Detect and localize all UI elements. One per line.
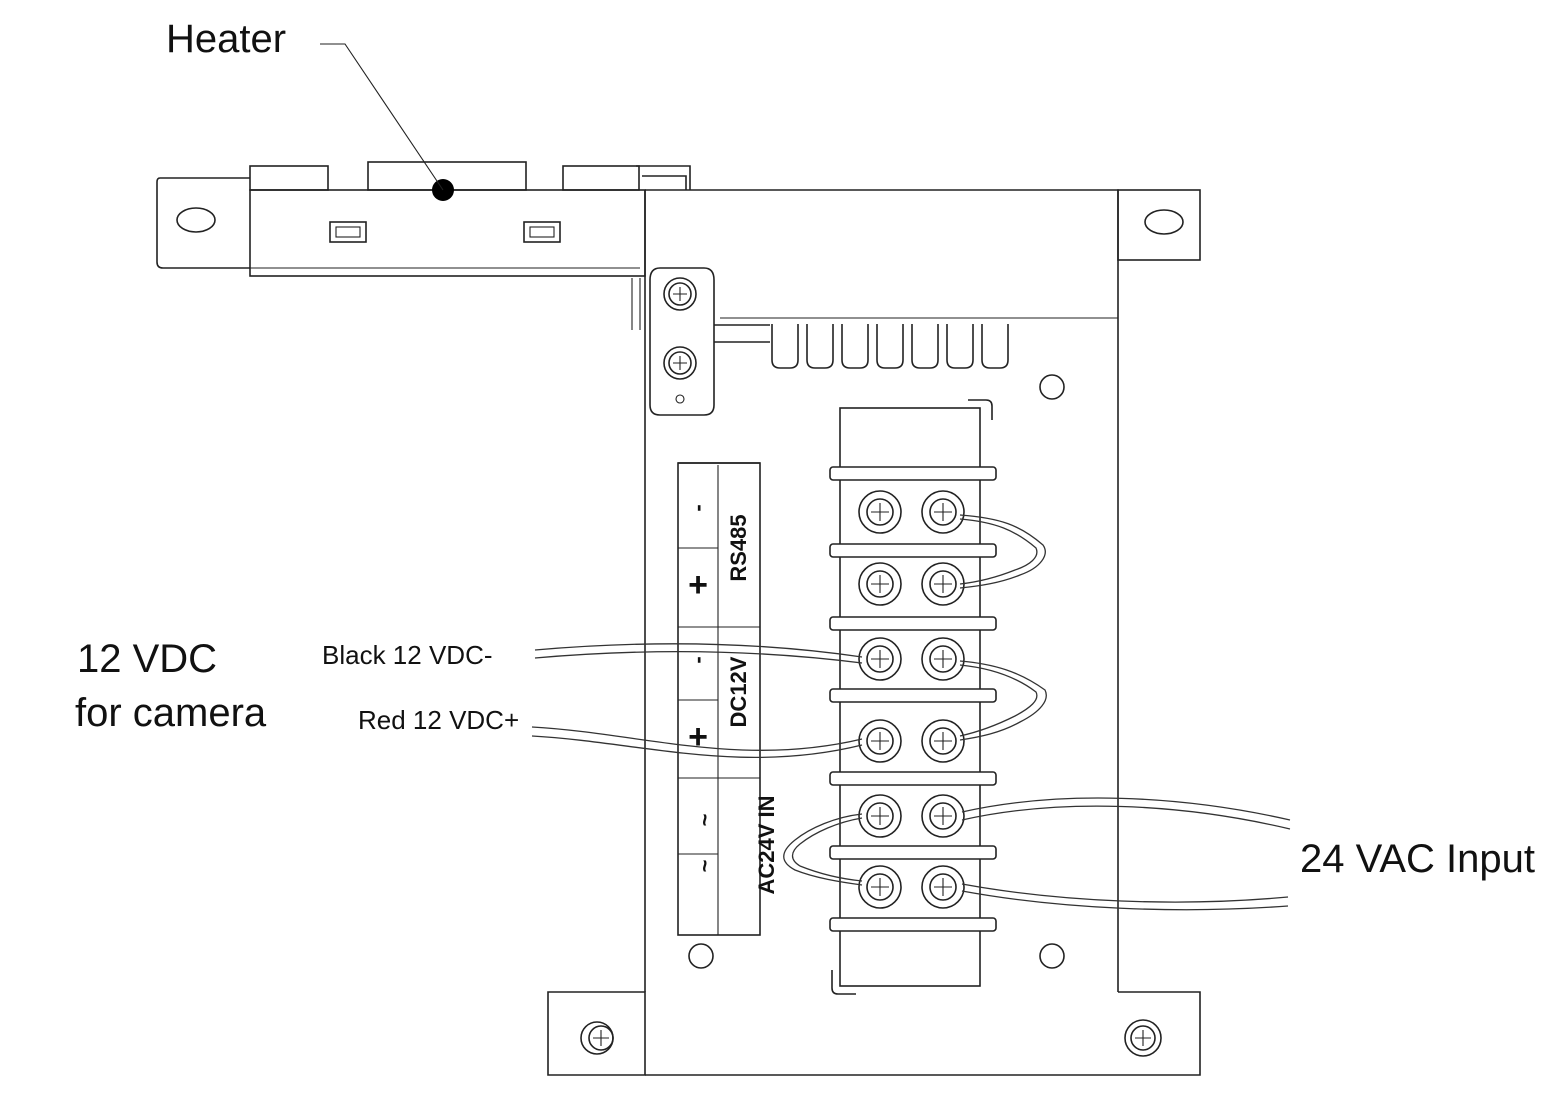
terminal-screw <box>921 562 965 606</box>
rs485-plus: + <box>688 566 708 604</box>
terminal-screw <box>921 719 965 763</box>
terminal-screw <box>921 865 965 909</box>
dc12v-label: DC12V <box>726 656 751 727</box>
ac-tilde-2: ~ <box>692 859 717 872</box>
terminal-screw <box>858 719 902 763</box>
camera-power-label-line2: for camera <box>75 691 267 735</box>
ac-loop-wire <box>783 813 863 886</box>
terminal-screw <box>858 562 902 606</box>
red-wire-label: Red 12 VDC+ <box>358 705 519 735</box>
terminal-screw <box>858 490 902 534</box>
terminal-block <box>829 399 997 995</box>
internal-wires <box>959 514 1047 741</box>
terminal-screw <box>921 794 965 838</box>
dc12v-plus: + <box>688 718 708 756</box>
terminal-screws <box>858 490 965 909</box>
dc12v-minus: - <box>685 656 710 663</box>
ac-tilde-1: ~ <box>692 813 717 826</box>
terminal-screw <box>921 637 965 681</box>
cable-clamp <box>649 267 770 416</box>
foot-screw-left <box>580 1021 614 1055</box>
terminal-screw <box>921 490 965 534</box>
foot-screw-right <box>1124 1019 1162 1057</box>
black-wire-label: Black 12 VDC- <box>322 640 493 670</box>
camera-power-label-line1: 12 VDC <box>77 637 217 681</box>
ac24v-label: AC24V IN <box>754 795 779 894</box>
mounting-plate <box>547 189 1201 1076</box>
rs485-minus: - <box>685 504 710 511</box>
vac-input-label: 24 VAC Input <box>1300 837 1535 881</box>
terminal-screw <box>858 794 902 838</box>
rs485-label: RS485 <box>726 514 751 581</box>
heater-label: Heater <box>166 17 286 61</box>
external-wires <box>531 643 1291 911</box>
heater-bracket <box>156 43 691 277</box>
label-strip <box>677 462 761 936</box>
terminal-screw <box>858 865 902 909</box>
heatsink-fins <box>771 324 1009 369</box>
terminal-screw <box>858 637 902 681</box>
